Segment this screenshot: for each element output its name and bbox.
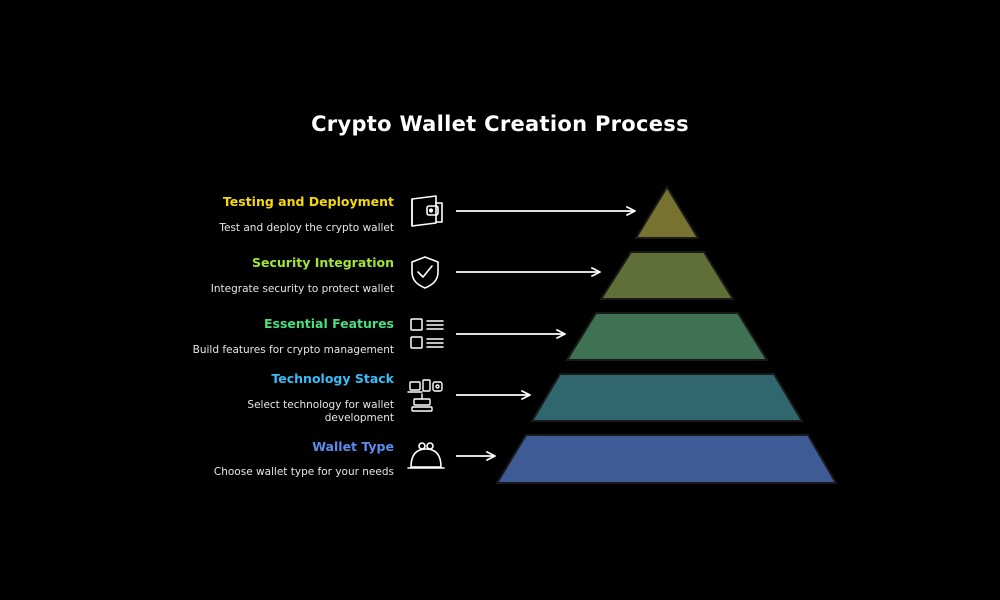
level-essential-features-description: Build features for crypto management xyxy=(192,344,394,356)
coin-purse-icon xyxy=(407,442,445,469)
level-essential-features-heading: Essential Features xyxy=(263,316,394,331)
level-security-integration-description: Integrate security to protect wallet xyxy=(210,283,394,295)
pyramid-tier-security-integration xyxy=(599,251,735,300)
shield-check-icon xyxy=(411,256,439,289)
pyramid-tier-essential-features xyxy=(565,312,769,361)
level-technology-stack-description: Select technology for wallet development xyxy=(247,399,394,424)
pyramid-tier-technology-stack xyxy=(530,373,804,422)
devices-icon xyxy=(407,379,443,412)
pyramid-tier-wallet-type xyxy=(495,434,838,484)
pyramid-tier-testing-deployment xyxy=(634,185,700,239)
feature-list-icon xyxy=(410,318,444,349)
level-security-integration-heading: Security Integration xyxy=(251,255,394,270)
level-wallet-type-description: Choose wallet type for your needs xyxy=(213,466,394,478)
diagram-title: Crypto Wallet Creation Process xyxy=(311,112,689,136)
level-testing-deployment-heading: Testing and Deployment xyxy=(222,194,394,209)
level-testing-deployment-description: Test and deploy the crypto wallet xyxy=(219,222,394,234)
wallet-icon xyxy=(411,195,443,227)
level-technology-stack-heading: Technology Stack xyxy=(271,371,394,386)
level-wallet-type-heading: Wallet Type xyxy=(312,439,394,454)
